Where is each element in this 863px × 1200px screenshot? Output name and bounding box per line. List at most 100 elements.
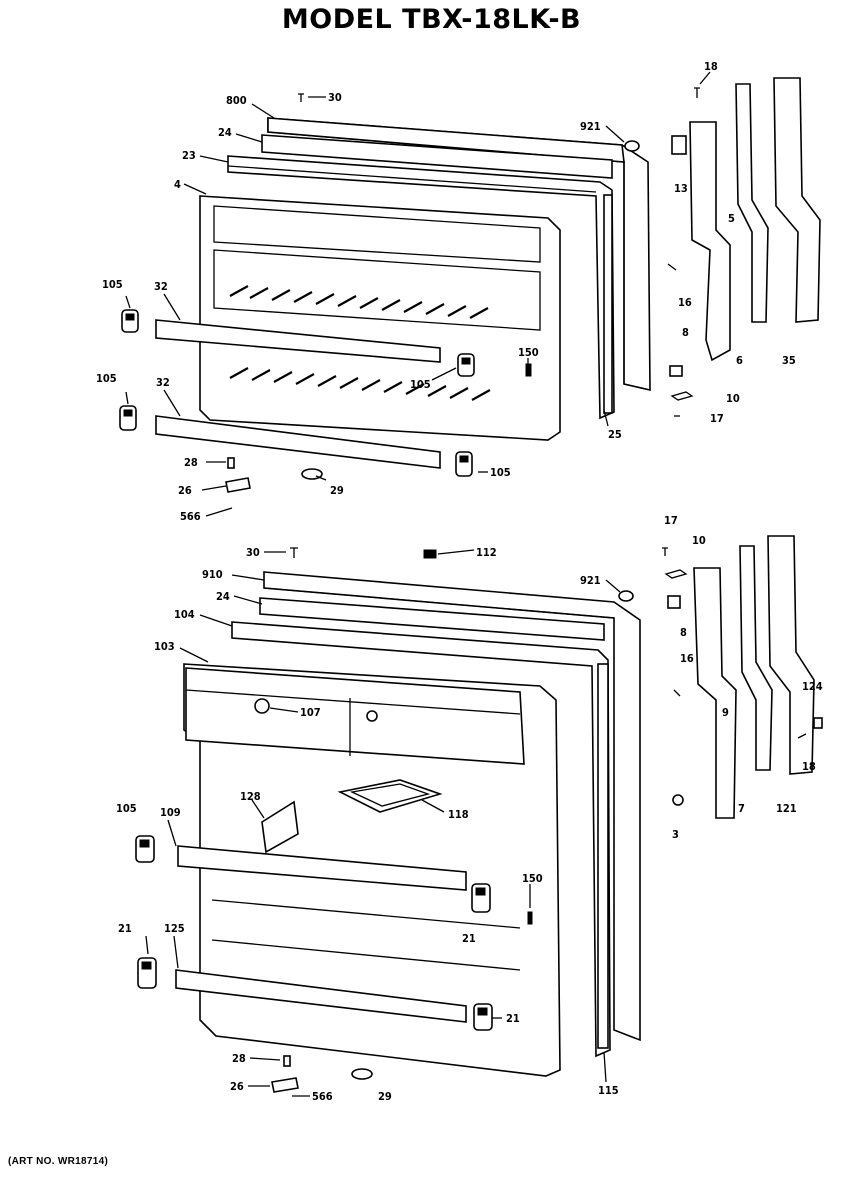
label-105-top-left: 105: [102, 278, 123, 291]
bracket-128: [261, 800, 299, 854]
label-118: 118: [448, 808, 469, 821]
label-8: 8: [680, 626, 687, 639]
label-566: 566: [180, 510, 201, 523]
label-17: 17: [664, 514, 678, 527]
label-105-bottom-left: 105: [96, 372, 117, 385]
label-104: 104: [174, 608, 195, 621]
label-910: 910: [202, 568, 223, 581]
label-115: 115: [598, 1084, 619, 1097]
upper-shelf-retainer-right-top: [457, 353, 475, 377]
label-5: 5: [728, 212, 735, 225]
lower-part-29: [351, 1068, 373, 1080]
label-13: 13: [674, 182, 688, 195]
label-28: 28: [184, 456, 198, 469]
label-128: 128: [240, 790, 261, 803]
label-29: 29: [378, 1090, 392, 1103]
upper-screw-30: [298, 93, 304, 102]
lower-door-assembly: [135, 535, 823, 1093]
upper-screw-16: [667, 263, 677, 271]
upper-door-gasket: [261, 134, 613, 179]
label-35: 35: [782, 354, 796, 367]
label-112: 112: [476, 546, 497, 559]
upper-screw-18: [694, 87, 700, 98]
lower-part-28: [283, 1055, 291, 1067]
label-32-top: 32: [154, 280, 168, 293]
label-105-right: 105: [490, 466, 511, 479]
label-105: 105: [116, 802, 137, 815]
lower-door-gasket: [259, 597, 605, 641]
label-800: 800: [226, 94, 247, 107]
label-124: 124: [802, 680, 823, 693]
lower-screw-16: [673, 689, 681, 697]
upper-breaker-strip: [227, 155, 615, 420]
lower-screw-30: [290, 547, 298, 558]
label-566: 566: [312, 1090, 333, 1103]
lower-handle-7: [739, 545, 773, 771]
label-18: 18: [704, 60, 718, 73]
lower-retainer-105: [135, 835, 155, 863]
label-25: 25: [608, 428, 622, 441]
art-number: (ART NO. WR18714): [8, 1156, 109, 1167]
label-28: 28: [232, 1052, 246, 1065]
label-24: 24: [216, 590, 230, 603]
label-32-bottom: 32: [156, 376, 170, 389]
label-3: 3: [672, 828, 679, 841]
upper-shelf-bar-bottom: [155, 415, 441, 469]
label-921: 921: [580, 120, 601, 133]
lower-plug-921: [618, 590, 634, 602]
upper-shelf-bar-top: [155, 319, 441, 363]
label-23: 23: [182, 149, 196, 162]
label-21-left: 21: [118, 922, 132, 935]
upper-part-8: [669, 365, 683, 377]
lower-retainer-21-right-top: [471, 883, 491, 913]
lower-breaker-strip: [231, 621, 611, 1058]
label-21-mid: 21: [462, 932, 476, 945]
upper-part-13: [671, 135, 687, 155]
label-29: 29: [330, 484, 344, 497]
upper-hinge-hardware: [667, 77, 821, 417]
label-107: 107: [300, 706, 321, 719]
upper-handle-35: [773, 77, 821, 323]
lower-part-124: [813, 717, 823, 729]
label-921: 921: [580, 574, 601, 587]
label-4: 4: [174, 178, 181, 191]
label-16: 16: [678, 296, 692, 309]
lower-part-10: [664, 569, 688, 579]
label-21-right: 21: [506, 1012, 520, 1025]
label-8: 8: [682, 326, 689, 339]
label-7: 7: [738, 802, 745, 815]
lower-shelf-bar-125: [175, 969, 467, 1023]
label-24: 24: [218, 126, 232, 139]
lower-hinge-hardware: [662, 535, 823, 819]
lower-screw-18: [797, 733, 807, 739]
upper-part-26: [225, 477, 251, 493]
lower-handle-121: [767, 535, 815, 775]
upper-shelf-retainer-left-top: [121, 309, 139, 333]
butter-tray-118: [337, 779, 443, 813]
upper-plug-921: [624, 140, 640, 152]
lower-screw-17: [662, 547, 668, 556]
upper-door-liner: [199, 195, 561, 441]
lower-retainer-21-right-bottom: [473, 1003, 493, 1031]
label-105-mid: 105: [410, 378, 431, 391]
lower-part-8: [667, 595, 681, 609]
label-121: 121: [776, 802, 797, 815]
upper-part-28: [227, 457, 235, 469]
lower-retainer-21-left: [137, 957, 157, 989]
label-6: 6: [736, 354, 743, 367]
upper-door-assembly: [119, 77, 821, 493]
upper-shelf-retainer-left-bottom: [119, 405, 137, 431]
lower-screw-150: [527, 911, 533, 925]
lower-part-112: [423, 549, 437, 559]
upper-callout-labels: 30 800 24 23 4 105 32 105 32 150 105 105…: [96, 60, 796, 523]
dairy-compartment: [185, 667, 525, 765]
lower-hinge-bracket-9: [693, 567, 737, 819]
lower-shelf-bar-109: [177, 845, 467, 891]
label-18: 18: [802, 760, 816, 773]
upper-part-10: [670, 391, 694, 401]
upper-handle-6: [735, 83, 769, 323]
label-125: 125: [164, 922, 185, 935]
label-30: 30: [328, 91, 342, 104]
label-9: 9: [722, 706, 729, 719]
